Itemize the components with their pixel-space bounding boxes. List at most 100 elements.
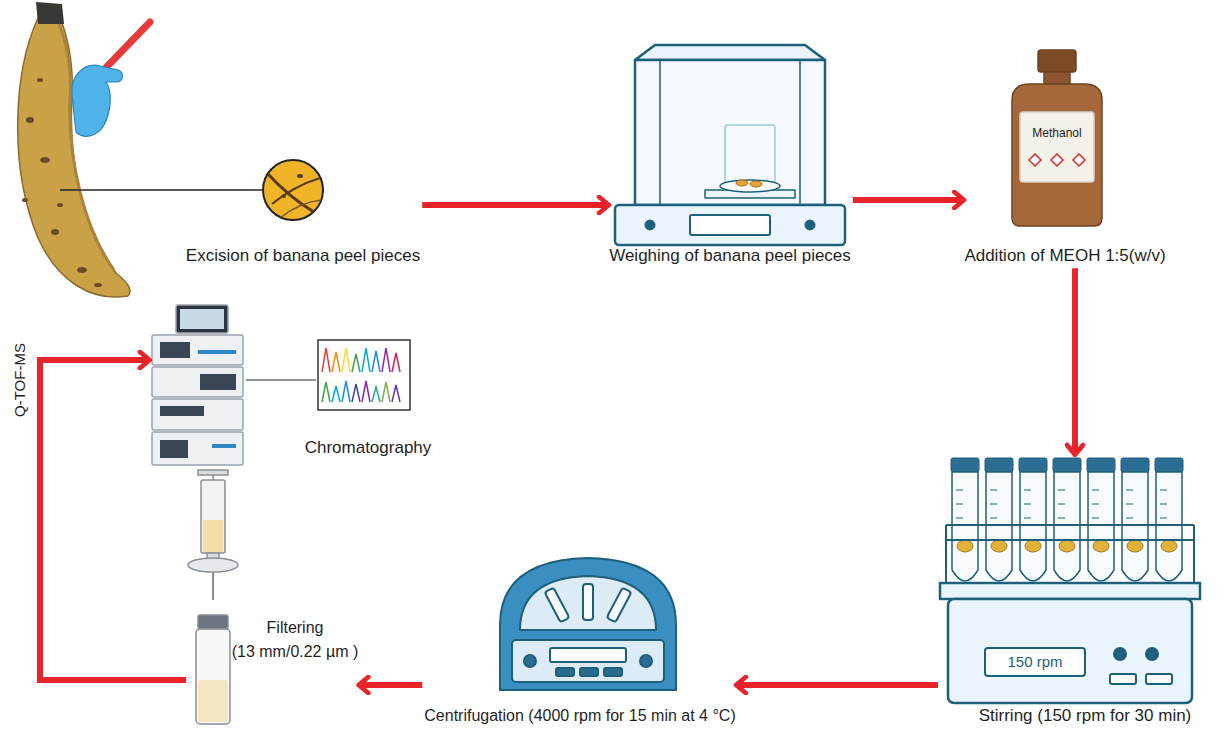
instrument-illustration-part	[392, 353, 400, 372]
instrument-illustration-part	[160, 406, 204, 416]
instrument-illustration-part	[152, 367, 243, 397]
shaker-illustration-part	[1146, 674, 1172, 684]
shaker-illustration-part	[985, 648, 1085, 676]
process-step: Chromatography	[148, 303, 433, 467]
process-step: Centrifugation (4000 rpm for 15 min at 4…	[422, 553, 737, 728]
centrifuge-illustration-part	[524, 655, 536, 667]
balance-illustration-part	[725, 125, 775, 183]
centrifuge-illustration-part	[580, 668, 598, 676]
instrument-illustration-part	[372, 387, 380, 402]
display-reading: 150 rpm	[1007, 653, 1062, 671]
balance-illustration-part	[635, 45, 825, 60]
methanol-bottle-part	[1073, 154, 1085, 166]
filter-illustration-part	[196, 629, 230, 724]
instrument-illustration-part	[152, 335, 243, 365]
banana-illustration-part	[26, 117, 34, 123]
step-caption: Addition of MEOH 1:5(w/v)	[964, 246, 1165, 266]
instrument-illustration-part	[200, 374, 236, 390]
filter-illustration-part	[198, 470, 228, 475]
centrifuge-illustration-part	[545, 588, 570, 623]
peel-detail-part	[297, 174, 303, 178]
filter-illustration-part	[203, 520, 223, 552]
process-step: Excision of banana peel pieces	[0, 0, 422, 302]
centrifuge-illustration-part	[583, 584, 593, 620]
banana-illustration-part	[94, 283, 102, 287]
shaker-illustration-part	[946, 524, 1194, 526]
methanol-bottle-part	[1012, 84, 1102, 226]
shaker-illustration-part	[1193, 525, 1195, 583]
banana-illustration-part	[77, 267, 87, 273]
centrifuge-illustration-part	[512, 640, 664, 682]
banana-illustration-part	[51, 229, 59, 235]
flow-arrow	[360, 682, 422, 688]
shaker-illustration-part	[1053, 458, 1081, 581]
centrifuge-illustration-part	[640, 655, 652, 667]
balance-illustration-part	[659, 60, 661, 205]
balance-illustration-part	[736, 180, 748, 186]
methanol-bottle-part	[1029, 154, 1041, 166]
step-caption: Centrifugation (4000 rpm for 15 min at 4…	[424, 706, 735, 725]
banana-illustration-part	[72, 65, 123, 136]
shaker-illustration-part	[1155, 458, 1183, 581]
shaker-illustration-part	[946, 539, 1194, 541]
methanol-bottle	[1012, 50, 1102, 226]
instrument-illustration-part	[322, 382, 330, 402]
instrument-illustration-part	[160, 342, 190, 358]
instrument-illustration-part	[372, 351, 380, 372]
instrument-illustration-part	[362, 348, 370, 372]
shaker-illustration-part	[948, 599, 1192, 703]
flow-arrow	[40, 360, 186, 680]
peel-detail-part	[280, 200, 322, 218]
centrifuge-illustration-part	[520, 576, 656, 630]
flow-arrow	[1072, 268, 1078, 453]
balance-illustration-part	[805, 220, 815, 230]
balance-illustration-part	[799, 60, 801, 205]
filter-illustration	[188, 470, 238, 724]
peel-detail-part	[272, 178, 320, 204]
instrument-illustration-part	[176, 305, 228, 333]
instrument-illustration-part	[212, 444, 236, 448]
peel-detail	[266, 172, 322, 218]
instrument-illustration-part	[352, 354, 360, 372]
shaker-illustration-part	[1113, 647, 1127, 661]
step-caption: Chromatography	[305, 438, 432, 458]
centrifuge-illustration	[500, 558, 676, 690]
banana-illustration-part	[60, 189, 262, 191]
step-caption: Filtering	[267, 618, 324, 637]
process-step: Addition of MEOH 1:5(w/v)	[962, 48, 1167, 268]
shaker-illustration-part	[951, 458, 979, 581]
filter-illustration-part	[198, 615, 228, 629]
banana-illustration-part	[58, 22, 114, 270]
balance-illustration-part	[690, 215, 770, 235]
instrument-illustration-part	[246, 379, 316, 380]
filter-illustration-part	[201, 480, 225, 553]
edge-label: Q-TOF-MS	[11, 341, 29, 419]
process-step: Weighing of banana peel pieces	[607, 43, 853, 268]
methanol-bottle-part	[1020, 112, 1094, 182]
peel-detail-part	[282, 194, 286, 198]
centrifuge-illustration-part	[556, 668, 574, 676]
shaker-illustration-part	[940, 583, 1200, 599]
filter-illustration-part	[198, 680, 228, 722]
instrument-illustration-part	[160, 440, 188, 458]
methanol-bottle-part	[1044, 72, 1070, 84]
flow-arrow	[422, 202, 607, 208]
balance-illustration-part	[615, 205, 845, 245]
instrument-illustration-part	[392, 385, 400, 402]
process-step: Stirring (150 rpm for 30 min)	[938, 453, 1202, 728]
instrument-illustration-part	[362, 381, 370, 402]
flow-arrow	[738, 682, 938, 688]
filter-illustration-part	[212, 572, 214, 600]
balance-illustration-part	[635, 60, 825, 205]
instrument-illustration-part	[152, 399, 243, 430]
instrument-illustration-part	[332, 386, 340, 402]
instrument-illustration-part	[342, 348, 350, 372]
shaker-illustration	[940, 458, 1200, 703]
filter-illustration-part	[188, 558, 238, 572]
instrument-illustration-part	[152, 432, 243, 465]
instrument-illustration-part	[318, 340, 410, 410]
process-step: Filtering(13 mm/0.22 µm )	[186, 468, 360, 728]
